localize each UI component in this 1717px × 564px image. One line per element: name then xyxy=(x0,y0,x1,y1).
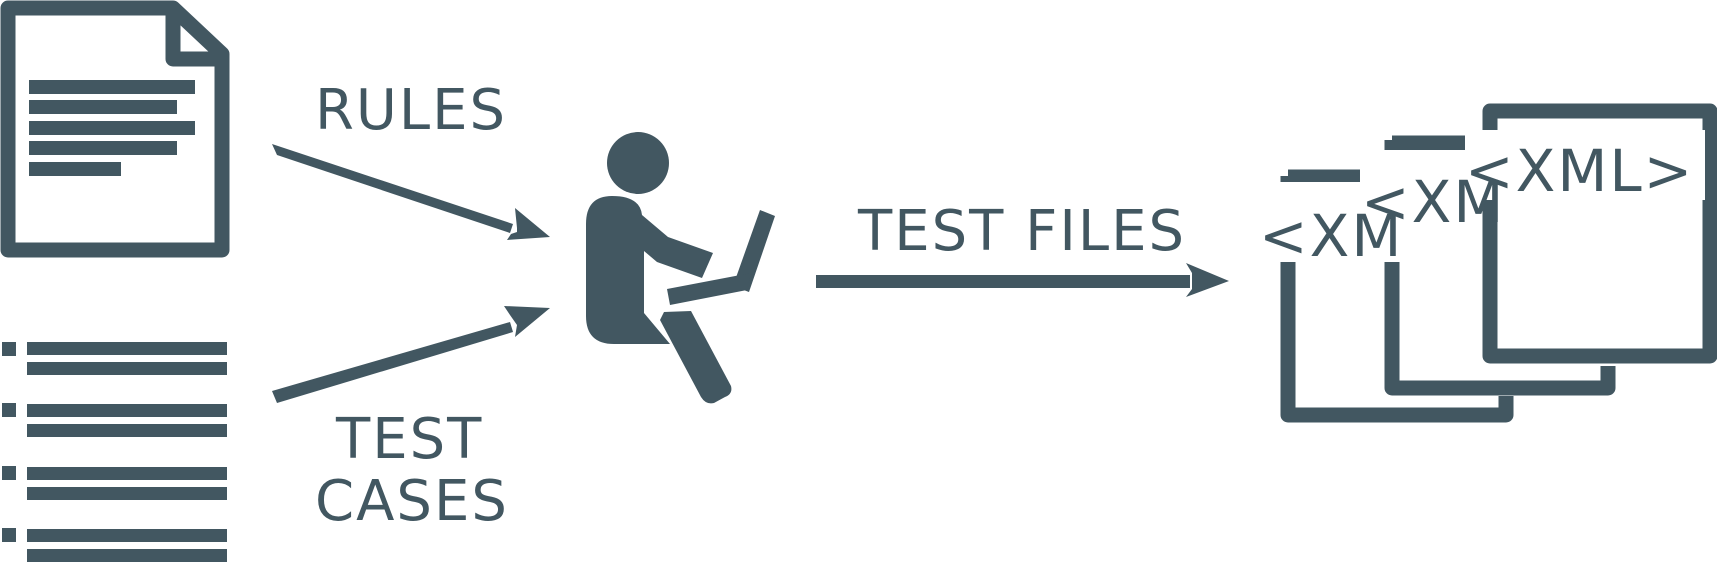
person-with-laptop-icon xyxy=(586,132,775,404)
arrow-rules-to-person xyxy=(272,144,550,240)
xml-front-label: <XML> xyxy=(1465,137,1694,205)
xml-files-icon: <XM <XM <XML> xyxy=(1255,103,1717,423)
list-icon xyxy=(2,342,227,562)
test-files-label: TEST FILES xyxy=(857,199,1186,264)
test-cases-label-line2: CASES xyxy=(315,469,509,534)
person-head xyxy=(607,132,669,194)
arrow-test-cases-to-person xyxy=(272,306,550,403)
xml-file-middle xyxy=(1384,135,1616,396)
document-icon xyxy=(0,0,230,258)
xml-middle-label: <XM xyxy=(1361,168,1505,236)
arrow-to-xml-files xyxy=(816,263,1229,297)
rules-label: RULES xyxy=(315,78,507,143)
test-cases-label-line1: TEST xyxy=(335,407,483,472)
xml-back-label: <XM xyxy=(1259,202,1403,270)
